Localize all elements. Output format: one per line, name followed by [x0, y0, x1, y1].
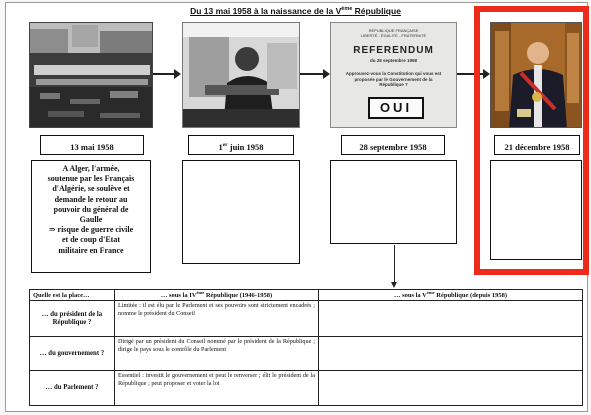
event-date-2: 1er juin 1958: [188, 135, 294, 155]
timeline-arrow: [300, 69, 330, 79]
timeline-arrow: [457, 69, 490, 79]
ballot-header: RÉPUBLIQUE FRANÇAISE: [368, 28, 419, 33]
table-header-row: Quelle est la place… … sous la IVème Rép…: [29, 289, 583, 301]
description-line: Gaulle: [79, 215, 103, 225]
table-header-iv: … sous la IVème République (1946-1958): [114, 289, 319, 301]
description-line: et de coup d'Etat: [62, 235, 120, 245]
event-date-4: 21 décembre 1958: [494, 135, 580, 155]
event-date-1: 13 mai 1958: [40, 135, 144, 155]
cell-iv: Essentiel : investit le gouvernement et …: [114, 370, 319, 406]
referendum-ballot-photo: RÉPUBLIQUE FRANÇAISE LIBERTÉ - ÉGALITÉ -…: [330, 22, 457, 128]
description-line: demande le retour au: [54, 194, 128, 204]
description-line: ⇒ risque de guerre civile: [48, 225, 134, 235]
description-line: A Alger, l'armée,: [62, 164, 120, 173]
description-line: pouvoir du général de: [53, 204, 129, 214]
event-date-3: 28 septembre 1958: [341, 135, 445, 155]
crowd-algiers-photo: [29, 22, 153, 128]
ballot-date: du 28 septembre 1958: [369, 58, 418, 63]
highlight-frame: [474, 6, 589, 275]
ballot-oui: OUI: [368, 97, 424, 119]
table-row: … du Parlement ? Essentiel : investit le…: [29, 370, 583, 406]
event-description-3[interactable]: [330, 160, 457, 244]
down-arrow-head: [391, 282, 397, 288]
table-header-v: … sous la Vème République (depuis 1958): [318, 289, 583, 301]
event-description-1: A Alger, l'armée, soutenue par les Franç…: [31, 160, 151, 273]
event-description-4[interactable]: [490, 160, 582, 260]
table-header-question: Quelle est la place…: [29, 289, 115, 301]
event-description-2[interactable]: [182, 160, 300, 264]
table-row: … du président de la République ? Limité…: [29, 300, 583, 337]
row-label: … du gouvernement ?: [29, 336, 115, 371]
timeline-arrow: [153, 69, 181, 79]
ballot-question: Approuvez-vous la Constitution qui vous …: [345, 71, 442, 87]
row-label: … du président de la République ?: [29, 300, 115, 337]
cell-v[interactable]: [318, 300, 583, 337]
presidential-portrait-photo: [490, 22, 582, 128]
page-title: Du 13 mai 1958 à la naissance de la Vème…: [190, 6, 401, 16]
cell-v[interactable]: [318, 336, 583, 371]
cell-iv: Limitée : il est élu par le Parlement et…: [114, 300, 319, 337]
description-line: soutenue par les Français: [47, 174, 135, 184]
ballot-motto: LIBERTÉ - ÉGALITÉ - FRATERNITÉ: [360, 33, 427, 38]
description-line: militaire en France: [58, 245, 124, 255]
description-line: d'Algérie, se soulève et: [52, 184, 130, 194]
ballot-title: REFERENDUM: [353, 45, 434, 56]
cell-iv: Dirigé par un président du Conseil nommé…: [114, 336, 319, 371]
down-arrow-line: [394, 245, 395, 283]
row-label: … du Parlement ?: [29, 370, 115, 406]
table-row: … du gouvernement ? Dirigé par un présid…: [29, 336, 583, 371]
assembly-speech-photo: [182, 22, 300, 128]
comparison-table: Quelle est la place… … sous la IVème Rép…: [29, 289, 583, 406]
cell-v[interactable]: [318, 370, 583, 406]
